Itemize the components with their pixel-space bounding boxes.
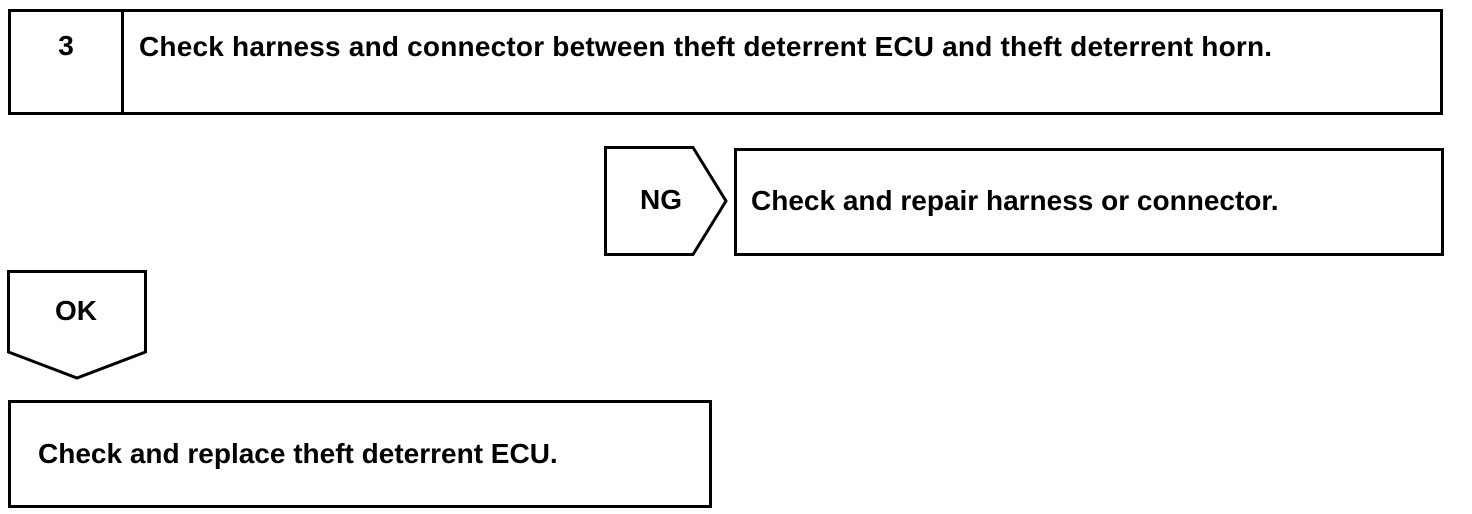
- ok-action-box: Check and replace theft deterrent ECU.: [8, 400, 712, 508]
- step-title: Check harness and connector between thef…: [139, 31, 1273, 62]
- ok-arrow-shape: [7, 270, 147, 380]
- ng-action-box: Check and repair harness or connector.: [734, 148, 1444, 256]
- step-box: 3 Check harness and connector between th…: [8, 9, 1443, 115]
- ng-label: NG: [640, 184, 682, 215]
- ok-label: OK: [55, 295, 97, 326]
- ok-action-text: Check and replace theft deterrent ECU.: [38, 438, 558, 469]
- ng-action-text: Check and repair harness or connector.: [751, 185, 1279, 216]
- step-number: 3: [11, 12, 124, 112]
- ng-arrow-shape: [604, 146, 728, 256]
